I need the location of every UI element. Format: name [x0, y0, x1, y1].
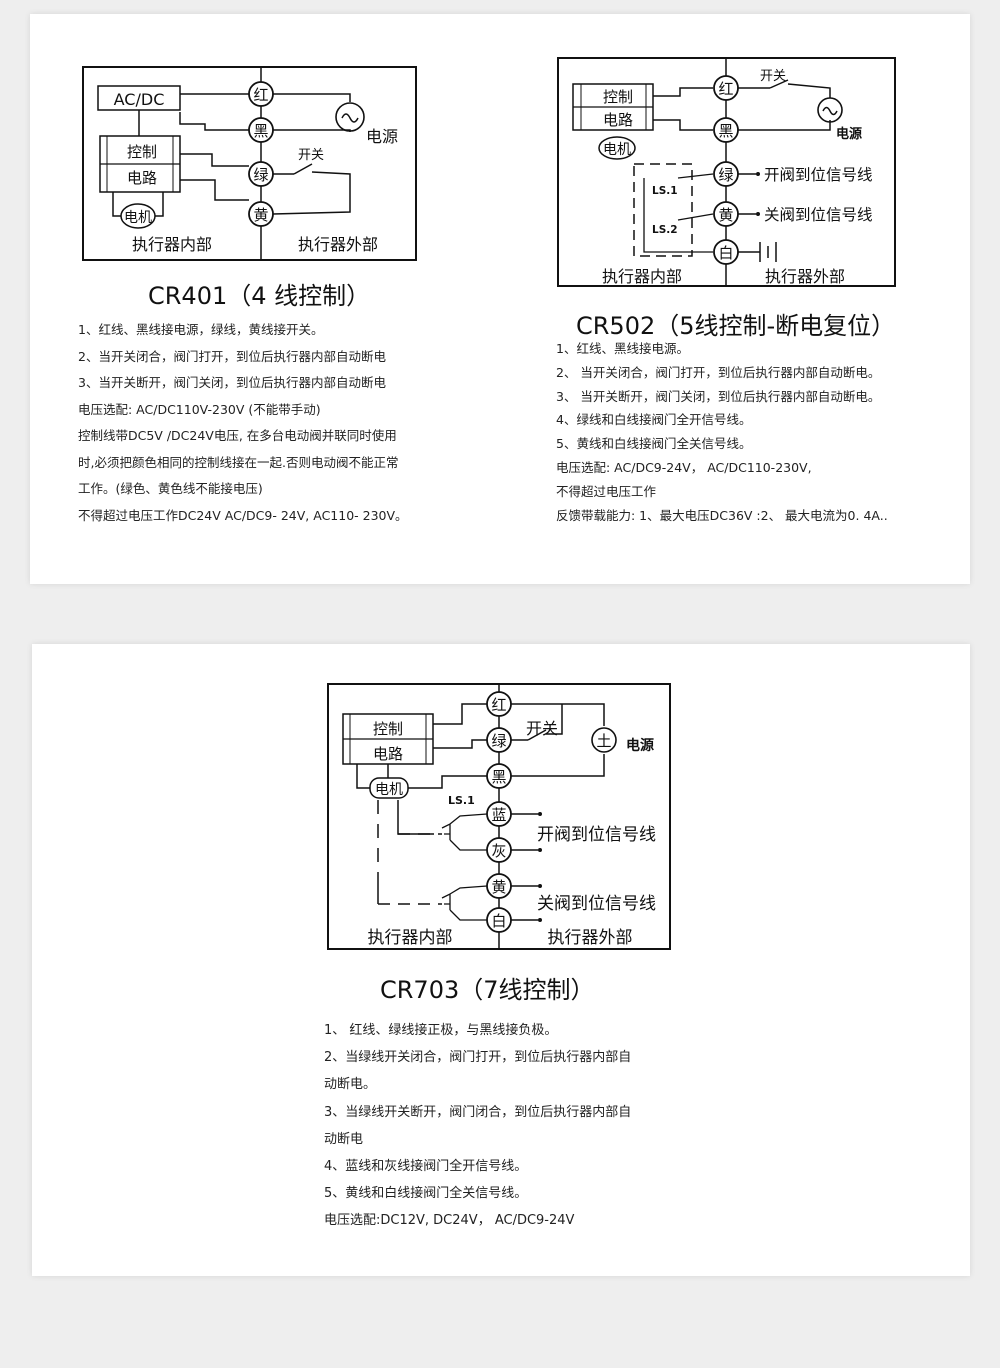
cr703-black-wire: 黑: [491, 768, 506, 786]
cr703-outside-label: 执行器外部: [548, 928, 633, 948]
cr703-inside-label: 执行器内部: [368, 928, 453, 948]
cr401-wiring-diagram: AC/DC 控制 电路 电机 红 黑 绿 黄 开关 电源 执行器内部 执行器外部: [82, 66, 417, 261]
cr703-gray-wire: 灰: [491, 842, 506, 860]
cr401-outside-label: 执行器外部: [298, 235, 378, 254]
cr703-yellow-wire: 黄: [491, 878, 506, 896]
cr401-note-1: 1、红线、黑线接电源，绿线，黄线接开关。: [78, 322, 324, 337]
cr502-note-7: 不得超过电压工作: [556, 483, 657, 499]
cr502-power-label: 电源: [836, 126, 862, 142]
cr502-note-6: 电压选配: AC/DC9-24V， AC/DC110-230V,: [556, 459, 812, 475]
cr703-green-wire: 绿: [491, 732, 506, 750]
cr703-control-label: 控制: [373, 720, 403, 738]
cr703-circuit-label: 电路: [373, 745, 403, 763]
cr703-note-4: 3、当绿线开关断开，阀门闭合，到位后执行器内部自: [324, 1104, 632, 1120]
cr401-circuit-label: 电路: [127, 169, 157, 187]
cr401-title: CR401（4 线控制）: [148, 282, 371, 310]
cr401-yellow-wire: 黄: [253, 206, 268, 224]
cr502-outside-label: 执行器外部: [765, 267, 845, 286]
cr401-green-wire: 绿: [253, 166, 268, 184]
cr703-wiring-diagram: 控制 电路 电机 LS.1 红 绿 黑 蓝 灰 黄 白 土 开关 电源: [327, 683, 671, 950]
cr703-power-label: 电源: [626, 737, 654, 754]
cr401-power-label: 电源: [366, 127, 398, 146]
cr502-note-3: 3、 当开关断开，阀门关闭，到位后执行器内部自动断电。: [556, 388, 881, 404]
cr401-inside-label: 执行器内部: [132, 235, 212, 254]
cr502-wiring-diagram: 控制 电路 电机 LS.1 LS.2 红 黑 绿 黄 白 开关 电源 开阀到位信…: [557, 57, 896, 287]
cr703-switch-label: 开关: [526, 719, 558, 738]
cr703-note-3: 动断电。: [324, 1077, 377, 1093]
cr502-note-8: 反馈带载能力: 1、最大电压DC36V :2、 最大电流为0. 4A..: [556, 507, 888, 523]
cr703-red-wire: 红: [491, 696, 506, 714]
cr401-notes: 1、红线、黑线接电源，绿线，黄线接开关。 2、当开关闭合，阀门打开，到位后执行器…: [78, 317, 408, 529]
diagram-card-bottom: 控制 电路 电机 LS.1 红 绿 黑 蓝 灰 黄 白 土 开关 电源: [32, 644, 970, 1276]
cr502-note-2: 2、 当开关闭合，阀门打开，到位后执行器内部自动断电。: [556, 364, 881, 380]
diagram-card-top: AC/DC 控制 电路 电机 红 黑 绿 黄 开关 电源 执行器内部 执行器外部: [30, 14, 970, 584]
cr401-control-label: 控制: [127, 143, 157, 161]
cr703-note-2: 2、当绿线开关闭合，阀门打开，到位后执行器内部自: [324, 1050, 632, 1066]
cr502-note-5: 5、黄线和白线接阀门全关信号线。: [556, 436, 752, 452]
cr703-note-5: 动断电: [324, 1131, 364, 1147]
cr502-red-wire: 红: [718, 80, 733, 98]
cr703-plusminus-symbol: 土: [596, 732, 611, 750]
cr401-note-7: 工作。(绿色、黄色线不能接电压): [78, 481, 263, 496]
cr401-motor-label: 电机: [124, 210, 152, 226]
cr401-note-5: 控制线带DC5V /DC24V电压, 在多台电动阀并联同时使用: [78, 428, 397, 443]
cr703-title: CR703（7线控制）: [380, 976, 595, 1004]
cr703-notes: 1、 红线、绿线接正极，与黑线接负极。 2、当绿线开关闭合，阀门打开，到位后执行…: [324, 1017, 631, 1235]
cr703-open-signal-label: 开阀到位信号线: [537, 825, 656, 845]
cr502-open-signal-label: 开阀到位信号线: [764, 166, 873, 184]
cr502-note-4: 4、绿线和白线接阀门全开信号线。: [556, 412, 752, 428]
cr502-yellow-wire: 黄: [718, 206, 733, 224]
cr401-black-wire: 黑: [253, 122, 268, 140]
cr401-note-8: 不得超过电压工作DC24V AC/DC9- 24V, AC110- 230V。: [78, 507, 408, 523]
cr502-green-wire: 绿: [718, 166, 733, 184]
cr703-note-8: 电压选配:DC12V, DC24V， AC/DC9-24V: [324, 1213, 575, 1229]
cr703-note-1: 1、 红线、绿线接正极，与黑线接负极。: [324, 1023, 558, 1038]
cr703-blue-wire: 蓝: [491, 806, 506, 824]
cr401-note-2: 2、当开关闭合，阀门打开，到位后执行器内部自动断电: [78, 348, 386, 364]
cr502-switch-label: 开关: [760, 69, 786, 84]
cr502-close-signal-label: 关阀到位信号线: [764, 206, 873, 224]
cr703-ls1-label: LS.1: [448, 794, 475, 807]
cr502-title: CR502（5线控制-断电复位）: [576, 312, 896, 340]
cr703-note-7: 5、黄线和白线接阀门全关信号线。: [324, 1186, 528, 1202]
cr502-motor-label: 电机: [603, 142, 631, 158]
cr401-note-3: 3、当开关断开，阀门关闭，到位后执行器内部自动断电: [78, 375, 386, 390]
cr401-red-wire: 红: [253, 86, 268, 104]
cr502-inside-label: 执行器内部: [602, 267, 682, 286]
cr502-notes: 1、红线、黑线接电源。 2、 当开关闭合，阀门打开，到位后执行器内部自动断电。 …: [556, 337, 888, 527]
cr703-white-wire: 白: [491, 912, 506, 930]
cr703-motor-label: 电机: [375, 782, 403, 798]
cr502-ls2-label: LS.2: [652, 224, 678, 236]
cr401-switch-label: 开关: [298, 148, 324, 163]
cr703-note-6: 4、蓝线和灰线接阀门全开信号线。: [324, 1159, 528, 1175]
cr401-note-6: 时,必须把颜色相同的控制线接在一起.否则电动阀不能正常: [78, 454, 399, 470]
cr502-black-wire: 黑: [718, 122, 733, 140]
cr401-note-4: 电压选配: AC/DC110V-230V (不能带手动): [78, 401, 321, 417]
cr502-circuit-label: 电路: [603, 111, 633, 129]
cr703-close-signal-label: 关阀到位信号线: [537, 894, 656, 914]
cr401-acdc-label: AC/DC: [114, 90, 165, 109]
cr502-white-wire: 白: [718, 244, 733, 262]
cr502-ls1-label: LS.1: [652, 185, 678, 197]
cr502-control-label: 控制: [603, 88, 633, 106]
cr502-note-1: 1、红线、黑线接电源。: [556, 341, 689, 356]
